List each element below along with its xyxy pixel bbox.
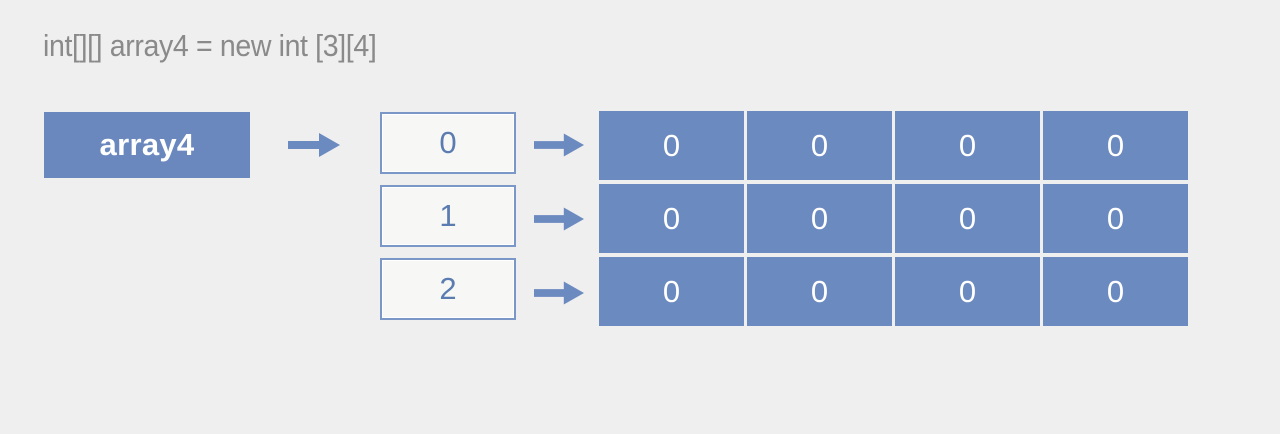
grid-cell: 0 — [748, 258, 891, 325]
cell-value: 0 — [662, 273, 681, 309]
cell-value: 0 — [810, 273, 829, 309]
cell-value: 0 — [662, 127, 681, 163]
cell-value: 0 — [958, 273, 977, 309]
variable-box-array4: array4 — [45, 113, 249, 177]
arrow-right-icon — [288, 130, 340, 160]
cell-value: 0 — [1106, 200, 1125, 236]
cell-value: 0 — [810, 127, 829, 163]
index-box-0: 0 — [380, 112, 516, 174]
index-label: 2 — [439, 271, 457, 306]
cell-value: 0 — [958, 200, 977, 236]
index-label: 1 — [439, 198, 457, 233]
grid-cell: 0 — [896, 258, 1039, 325]
grid-cell: 0 — [600, 185, 743, 252]
table-row: 0 0 0 0 — [600, 112, 1187, 179]
cell-value: 0 — [1106, 127, 1125, 163]
cell-value: 0 — [662, 200, 681, 236]
cell-value: 0 — [958, 127, 977, 163]
index-label: 0 — [439, 125, 457, 160]
grid-cell: 0 — [748, 185, 891, 252]
index-column: 0 1 2 — [380, 112, 516, 320]
grid-cell: 0 — [1044, 185, 1187, 252]
grid-cell: 0 — [600, 112, 743, 179]
arrow-right-icon-row-2 — [534, 278, 584, 308]
grid-cell: 0 — [1044, 112, 1187, 179]
variable-label: array4 — [99, 127, 195, 162]
grid-cell: 0 — [896, 185, 1039, 252]
index-box-2: 2 — [380, 258, 516, 320]
cell-value: 0 — [810, 200, 829, 236]
arrow-right-icon-row-1 — [534, 204, 584, 234]
grid-cell: 0 — [600, 258, 743, 325]
grid-cell: 0 — [1044, 258, 1187, 325]
table-row: 0 0 0 0 — [600, 185, 1187, 252]
cell-value: 0 — [1106, 273, 1125, 309]
index-box-1: 1 — [380, 185, 516, 247]
arrow-right-icon-row-0 — [534, 130, 584, 160]
grid-cell: 0 — [748, 112, 891, 179]
table-row: 0 0 0 0 — [600, 258, 1187, 325]
grid-cell: 0 — [896, 112, 1039, 179]
value-grid: 0 0 0 0 0 0 0 0 0 0 0 0 — [600, 112, 1187, 325]
code-declaration-text: int[][] array4 = new int [3][4] — [43, 28, 377, 63]
